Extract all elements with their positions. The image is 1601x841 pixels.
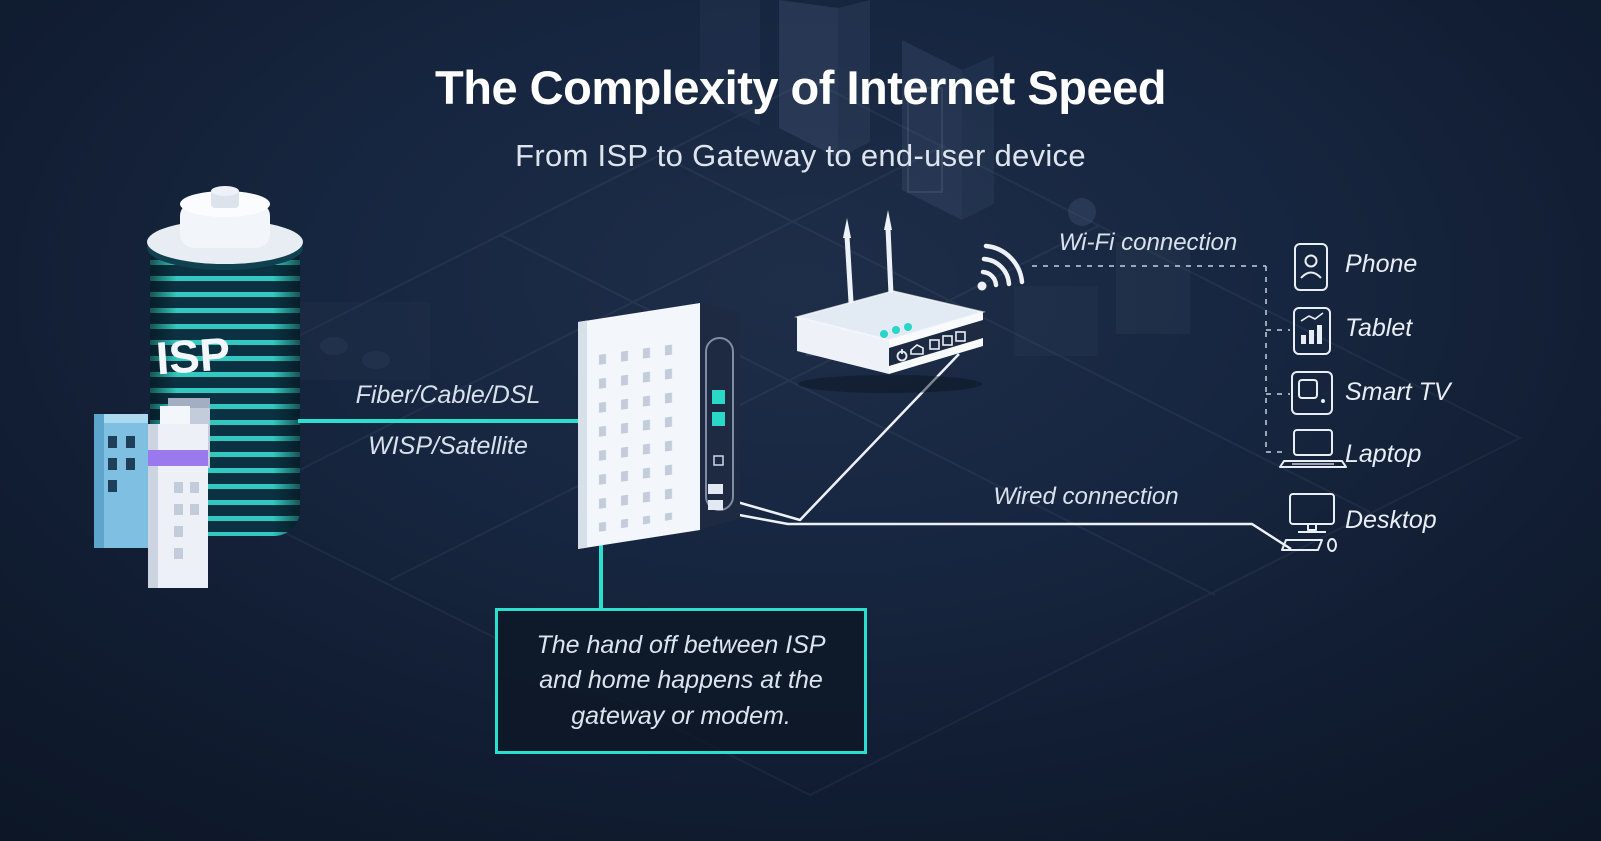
wired-connection-label: Wired connection	[993, 483, 1179, 510]
wifi-signal-icon	[977, 243, 1025, 291]
page-subtitle: From ISP to Gateway to end-user device	[515, 138, 1086, 173]
router-led	[892, 326, 900, 334]
router-led	[880, 330, 888, 338]
device-label-tablet: Tablet	[1345, 314, 1413, 342]
tablet-icon	[1293, 307, 1331, 355]
device-label-phone: Phone	[1345, 250, 1418, 278]
callout-text: The hand off between ISP and home happen…	[536, 630, 826, 730]
access-label-primary: Fiber/Cable/DSL	[355, 381, 541, 409]
wired-connection-line	[722, 510, 1292, 551]
small-buildings	[94, 398, 210, 588]
device-label-smart-tv: Smart TV	[1345, 378, 1451, 406]
smart-tv-icon	[1291, 371, 1333, 415]
page-title: The Complexity of Internet Speed	[435, 61, 1166, 114]
phone-icon	[1294, 243, 1328, 291]
wifi-router	[794, 210, 986, 393]
access-label-secondary: WISP/Satellite	[368, 432, 528, 460]
router-antenna	[885, 225, 894, 297]
device-label-desktop: Desktop	[1345, 506, 1437, 534]
wifi-connection-label: Wi-Fi connection	[1058, 229, 1238, 256]
router-led	[904, 323, 912, 331]
device-label-laptop: Laptop	[1345, 440, 1422, 468]
modem-router-cable	[722, 353, 960, 522]
isp-label: ISP	[154, 327, 232, 384]
modem-vent-holes	[598, 338, 682, 532]
router-port	[929, 339, 940, 350]
wifi-connection-line	[1032, 265, 1290, 453]
isp-building: ISP	[94, 186, 303, 588]
router-port	[942, 335, 953, 346]
gateway-modem	[578, 303, 740, 549]
laptop-icon	[1279, 429, 1347, 468]
device-icons	[1279, 243, 1347, 552]
home-icon	[910, 344, 924, 355]
modem-status-light	[712, 390, 725, 404]
modem-port	[708, 484, 723, 494]
desktop-icon	[1281, 493, 1337, 552]
floorplan-walls	[296, 0, 1190, 380]
callout-box: The hand off between ISP and home happen…	[495, 608, 867, 754]
modem-status-light	[712, 412, 725, 426]
modem-port	[708, 500, 723, 510]
router-port	[955, 331, 966, 342]
router-antenna	[844, 233, 854, 305]
